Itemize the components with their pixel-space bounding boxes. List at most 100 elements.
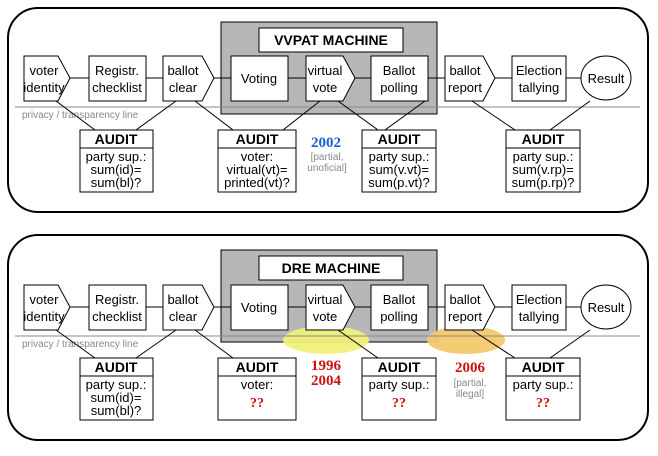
vvpat-audit-1-line2: sum(id)= [91, 162, 142, 177]
vvpat-audit-4-line1: party sup.: [513, 149, 574, 164]
vvpat-voter-identity-line1: voter [30, 63, 60, 78]
vvpat-audit-4: AUDIT party sup.: sum(v.rp)= sum(p.rp)? [505, 129, 581, 193]
vvpat-audit-2-line2: virtual(vt)= [226, 162, 287, 177]
vvpat-result-node [580, 55, 632, 101]
vvpat-ballot-clear-line2: clear [169, 80, 198, 95]
dre-voter-identity-line1: voter [30, 292, 60, 307]
dre-audit-1-line3: sum(bl)? [91, 403, 142, 418]
vvpat-machine-title: VVPAT MACHINE [274, 32, 388, 48]
dre-ballot-clear-node [162, 284, 215, 331]
dre-ballot-polling-node [370, 284, 429, 331]
dre-result-label: Result [588, 300, 625, 315]
vvpat-registr-checklist-node [88, 55, 147, 102]
dre-election-tallying-node [511, 284, 567, 331]
vvpat-election-tallying-line1: Election [516, 63, 562, 78]
vvpat-voting-node [230, 55, 289, 102]
vvpat-machine-title-box [258, 27, 404, 53]
dre-year-2006: 2006 [455, 360, 486, 376]
dre-ballot-polling-line2: polling [380, 309, 418, 324]
dre-audit-4-title: AUDIT [522, 359, 565, 375]
vvpat-panel: VVPAT MACHINE privacy / transparency lin… [7, 7, 649, 213]
dre-machine-title: DRE MACHINE [282, 260, 381, 276]
dre-audit-1-line1: party sup.: [86, 377, 147, 392]
vvpat-ballot-polling-line2: polling [380, 80, 418, 95]
vvpat-year-note-1: [partial, [311, 152, 344, 163]
vvpat-ballot-report-line2: report [448, 80, 482, 95]
dre-virtual-vote-line2: vote [313, 309, 338, 324]
dre-year-note-1: [partial, [454, 378, 487, 389]
vvpat-audit-2: AUDIT voter: virtual(vt)= printed(vt)? [217, 129, 297, 193]
dre-voting-label: Voting [241, 300, 277, 315]
vvpat-voting-label: Voting [241, 71, 277, 86]
vvpat-ballot-report-line1: ballot [449, 63, 480, 78]
vvpat-election-tallying-node [511, 55, 567, 102]
vvpat-virtual-vote-line1: virtual [308, 63, 343, 78]
vvpat-year-note-2: unoficial] [307, 163, 347, 174]
dre-audit-2-unknown: ?? [250, 396, 264, 411]
vvpat-virtual-vote-node [305, 55, 356, 102]
vvpat-audit-3: AUDIT party sup.: sum(v.vt)= sum(p.vt)? [361, 129, 437, 193]
vvpat-year: 2002 [311, 135, 341, 151]
vvpat-audit-2-title: AUDIT [236, 131, 279, 147]
vvpat-virtual-vote-line2: vote [313, 80, 338, 95]
vvpat-audit-2-line1: voter: [241, 149, 274, 164]
dre-year-1996: 1996 [311, 358, 342, 374]
dre-ballot-report-node [444, 284, 496, 331]
vvpat-result-label: Result [588, 71, 625, 86]
dre-audit-3-unknown: ?? [392, 396, 406, 411]
dre-highlight-ballot-report [427, 326, 505, 354]
dre-audit-4: AUDIT party sup.: ?? [505, 357, 581, 421]
vvpat-ballot-clear-line1: ballot [167, 63, 198, 78]
vvpat-audit-1-line3: sum(bl)? [91, 175, 142, 190]
vvpat-audit-3-line3: sum(p.vt)? [368, 175, 429, 190]
dre-audit-4-line1: party sup.: [513, 377, 574, 392]
vvpat-audit-1-title: AUDIT [95, 131, 138, 147]
dre-audit-1-line2: sum(id)= [91, 390, 142, 405]
vvpat-ballot-clear-node [162, 55, 215, 102]
vvpat-ballot-polling-line1: Ballot [383, 63, 416, 78]
dre-highlight-virtual-vote [283, 326, 369, 354]
vvpat-election-tallying-line2: tallying [519, 80, 559, 95]
dre-audit-3-line1: party sup.: [369, 377, 430, 392]
vvpat-audit-1: AUDIT party sup.: sum(id)= sum(bl)? [79, 129, 154, 193]
vvpat-audit-2-line3: printed(vt)? [224, 175, 290, 190]
vvpat-privacy-label: privacy / transparency line [22, 110, 139, 121]
dre-election-tallying-line2: tallying [519, 309, 559, 324]
dre-panel: DRE MACHINE privacy / transparency line … [7, 234, 649, 441]
dre-voting-node [230, 284, 289, 331]
dre-ballot-polling-line1: Ballot [383, 292, 416, 307]
dre-machine-title-box [258, 255, 404, 281]
vvpat-audit-4-line3: sum(p.rp)? [512, 175, 575, 190]
dre-registr-checklist-node [88, 284, 147, 331]
dre-privacy-label: privacy / transparency line [22, 339, 139, 350]
vvpat-ballot-polling-node [370, 55, 429, 102]
dre-voter-identity-node [23, 284, 71, 331]
vvpat-voter-identity-node [23, 55, 71, 102]
dre-year-2004: 2004 [311, 373, 342, 389]
dre-audit-2: AUDIT voter: ?? [217, 357, 297, 421]
vvpat-ballot-report-node [444, 55, 496, 102]
dre-ballot-clear-line1: ballot [167, 292, 198, 307]
dre-ballot-clear-line2: clear [169, 309, 198, 324]
vvpat-voter-identity-line2: identity [23, 80, 65, 95]
dre-election-tallying-line1: Election [516, 292, 562, 307]
dre-audit-2-line1: voter: [241, 377, 274, 392]
dre-audit-1-title: AUDIT [95, 359, 138, 375]
dre-audit-3-title: AUDIT [378, 359, 421, 375]
dre-audit-1: AUDIT party sup.: sum(id)= sum(bl)? [79, 357, 154, 421]
vvpat-registr-line1: Registr. [95, 63, 139, 78]
vvpat-audit-1-line1: party sup.: [86, 149, 147, 164]
dre-audit-4-unknown: ?? [536, 396, 550, 411]
dre-ballot-report-line2: report [448, 309, 482, 324]
dre-audit-3: AUDIT party sup.: ?? [361, 357, 437, 421]
dre-registr-line1: Registr. [95, 292, 139, 307]
vvpat-audit-3-line1: party sup.: [369, 149, 430, 164]
vvpat-audit-3-title: AUDIT [378, 131, 421, 147]
dre-ballot-report-line1: ballot [449, 292, 480, 307]
dre-audit-2-title: AUDIT [236, 359, 279, 375]
vvpat-audit-3-line2: sum(v.vt)= [369, 162, 429, 177]
dre-virtual-vote-node [305, 284, 356, 331]
dre-result-node [580, 284, 632, 330]
dre-virtual-vote-line1: virtual [308, 292, 343, 307]
